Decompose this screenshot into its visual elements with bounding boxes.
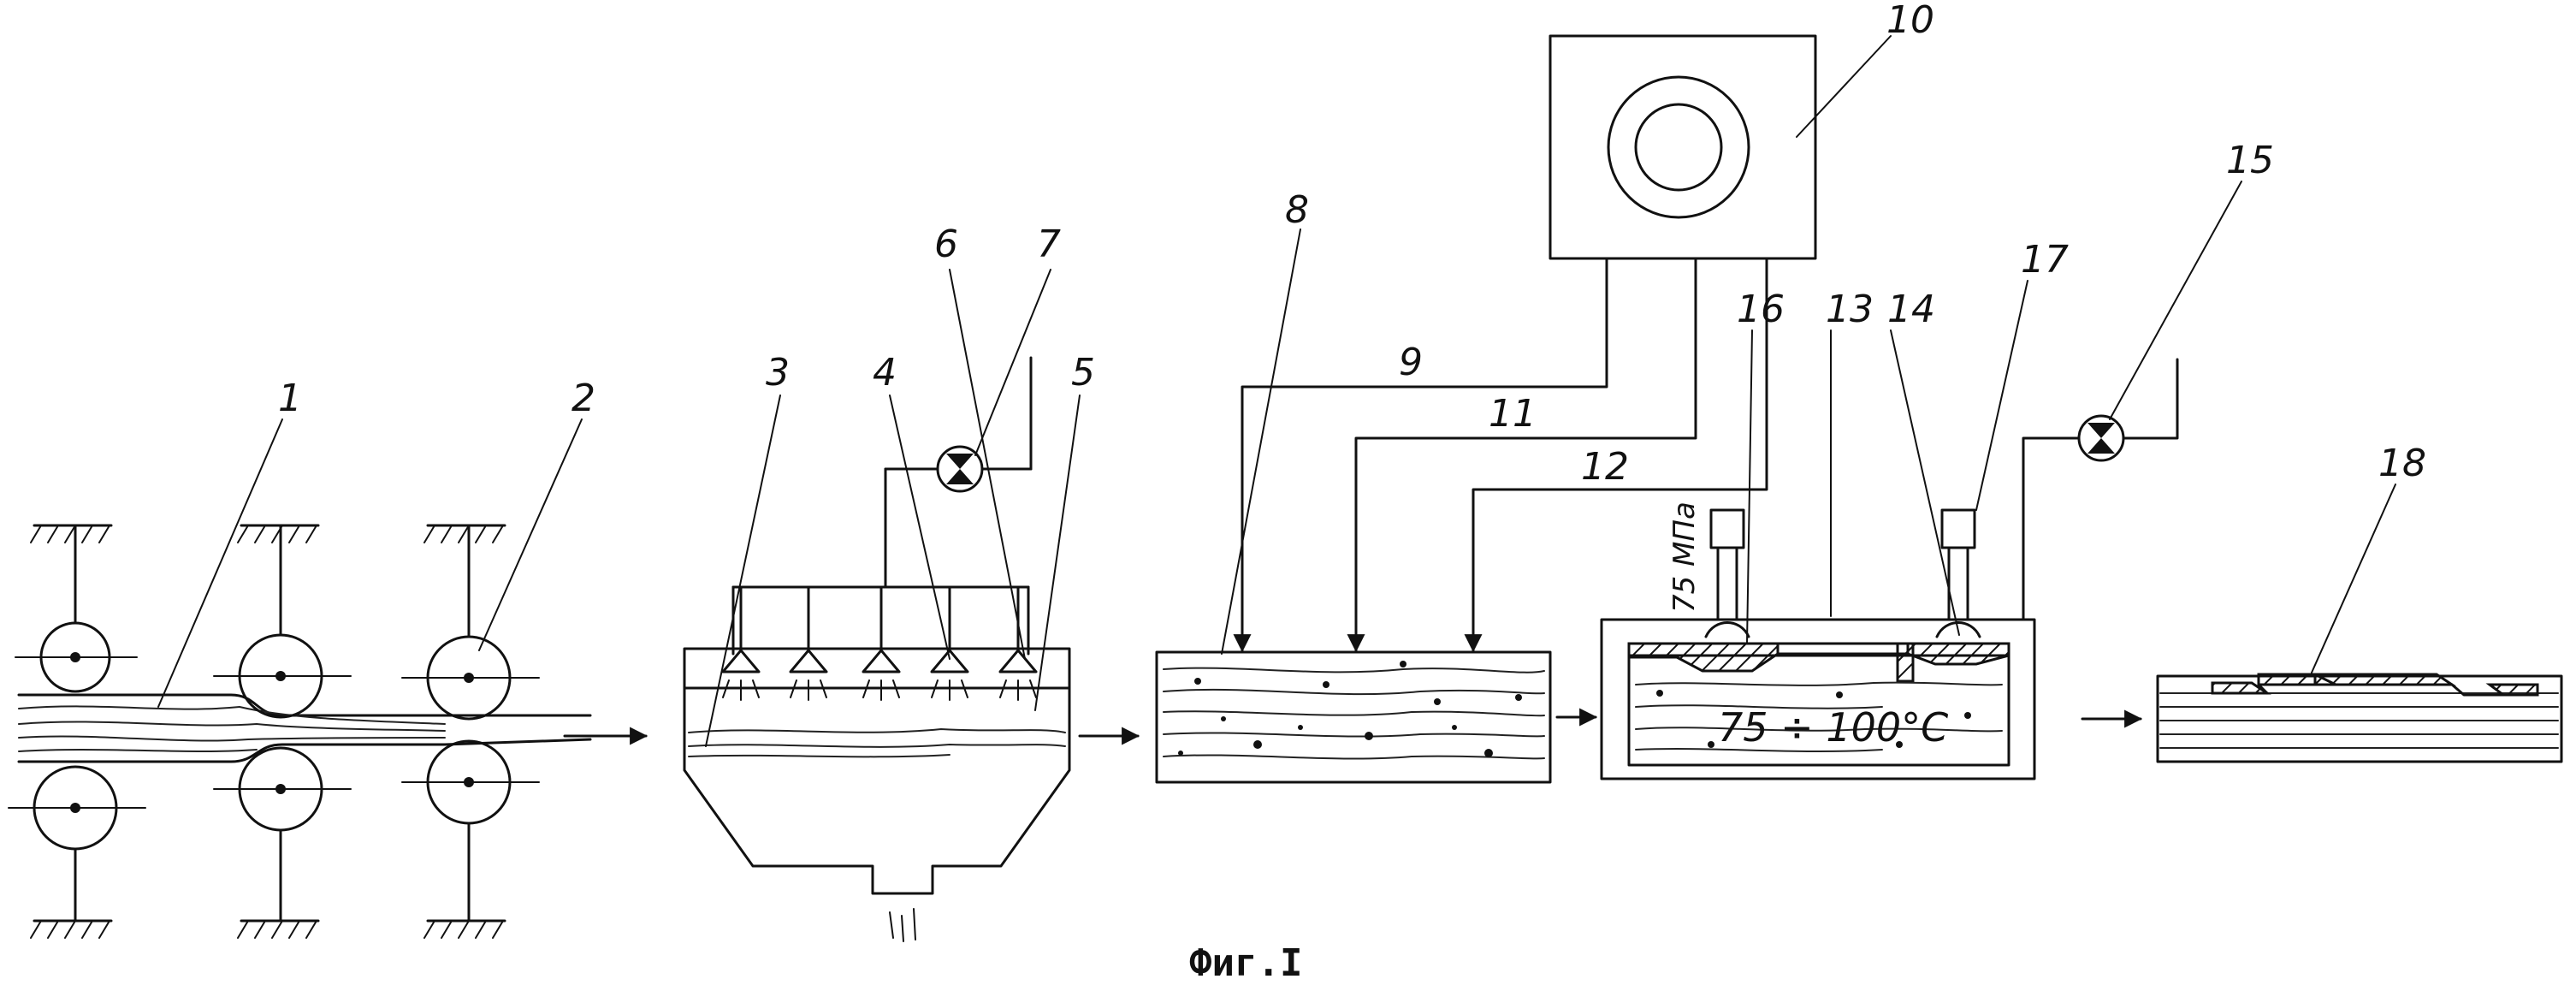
plunger-left: 75 МПа: [1667, 501, 1749, 637]
press-mould: 75 ÷ 100°С 75 МПа 16 13 1: [1602, 139, 2274, 779]
top-roll-1: [15, 525, 137, 691]
temperature-label: 75 ÷ 100°С: [1718, 704, 1948, 751]
impregnation-tank: [1157, 652, 1550, 782]
pump-15: [2079, 416, 2123, 460]
label-16: 16: [1737, 288, 1785, 331]
label-13: 13: [1826, 288, 1874, 331]
leader-2: [479, 419, 582, 650]
label-18: 18: [2378, 442, 2426, 485]
wood-strip: [19, 695, 590, 762]
label-4: 4: [873, 351, 897, 395]
top-roll-3: [402, 525, 539, 719]
control-unit-10: 10: [1550, 0, 1934, 258]
pressure-label: 75 МПа: [1667, 501, 1702, 613]
label-17: 17: [2021, 238, 2069, 282]
bottom-roll-2: [214, 748, 351, 938]
label-1: 1: [278, 377, 302, 420]
die-part-14: [1908, 644, 2009, 664]
label-6: 6: [934, 223, 958, 266]
label-14: 14: [1887, 288, 1935, 331]
label-11: 11: [1489, 392, 1537, 436]
label-10: 10: [1886, 0, 1934, 42]
plunger-17: [1937, 510, 1980, 637]
label-5: 5: [1071, 351, 1095, 395]
label-12: 12: [1581, 445, 1629, 489]
spray-chamber: 3 4 5 6 7: [684, 223, 1095, 941]
die-part-16: [1629, 644, 1778, 671]
figure-caption: Фиг.I: [1189, 941, 1302, 985]
finished-board-18: 18: [2158, 442, 2561, 762]
label-15: 15: [2226, 139, 2274, 182]
label-3: 3: [766, 351, 790, 395]
label-7: 7: [1037, 223, 1061, 266]
top-roll-2: [214, 525, 351, 717]
label-8: 8: [1285, 188, 1309, 232]
label-9: 9: [1399, 341, 1423, 384]
roll-press-station: 1 2: [9, 377, 595, 938]
label-2: 2: [571, 377, 595, 420]
leader-1: [158, 419, 282, 707]
bottom-roll-3: [402, 741, 539, 938]
bottom-roll-1: [9, 767, 145, 938]
spray-nozzles: [723, 587, 1036, 700]
